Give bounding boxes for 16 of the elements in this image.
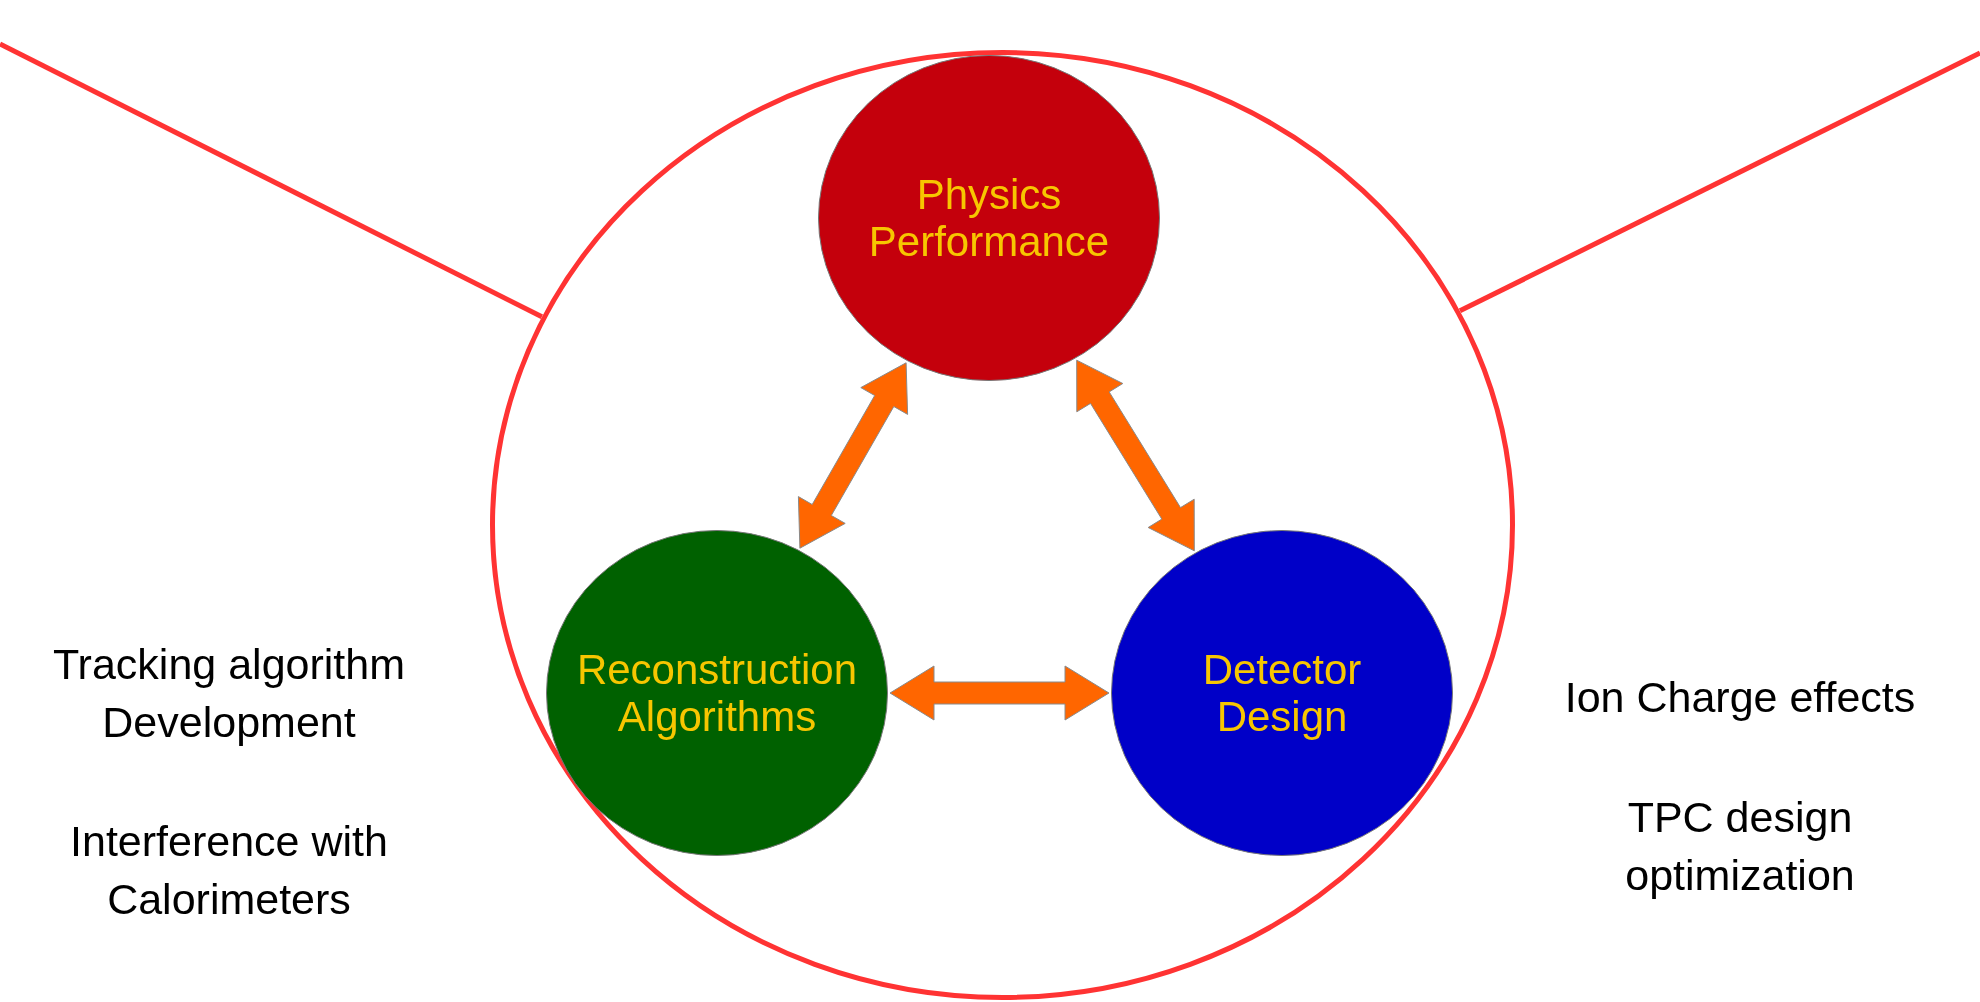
double-arrow: [1076, 359, 1195, 552]
topic-circle: [1109, 528, 1455, 858]
topic-label: Reconstruction Algorithms: [575, 645, 859, 741]
leader-line: [0, 41, 543, 319]
topic-label: Physics Performance: [867, 170, 1111, 266]
topic-label: Detector Design: [1201, 645, 1363, 741]
outline-ellipse: [490, 50, 1515, 1000]
leader-line: [1458, 50, 1980, 314]
note-text: TPC design optimization: [1624, 792, 1856, 902]
note-text: Ion Charge effects: [1563, 672, 1917, 723]
topic-circle: [544, 528, 890, 858]
double-arrow: [797, 362, 909, 549]
note-text: Interference with Calorimeters: [69, 816, 389, 926]
topic-circle: [816, 53, 1162, 383]
note-text: Tracking algorithm Development: [51, 639, 407, 749]
double-arrow: [889, 665, 1110, 721]
